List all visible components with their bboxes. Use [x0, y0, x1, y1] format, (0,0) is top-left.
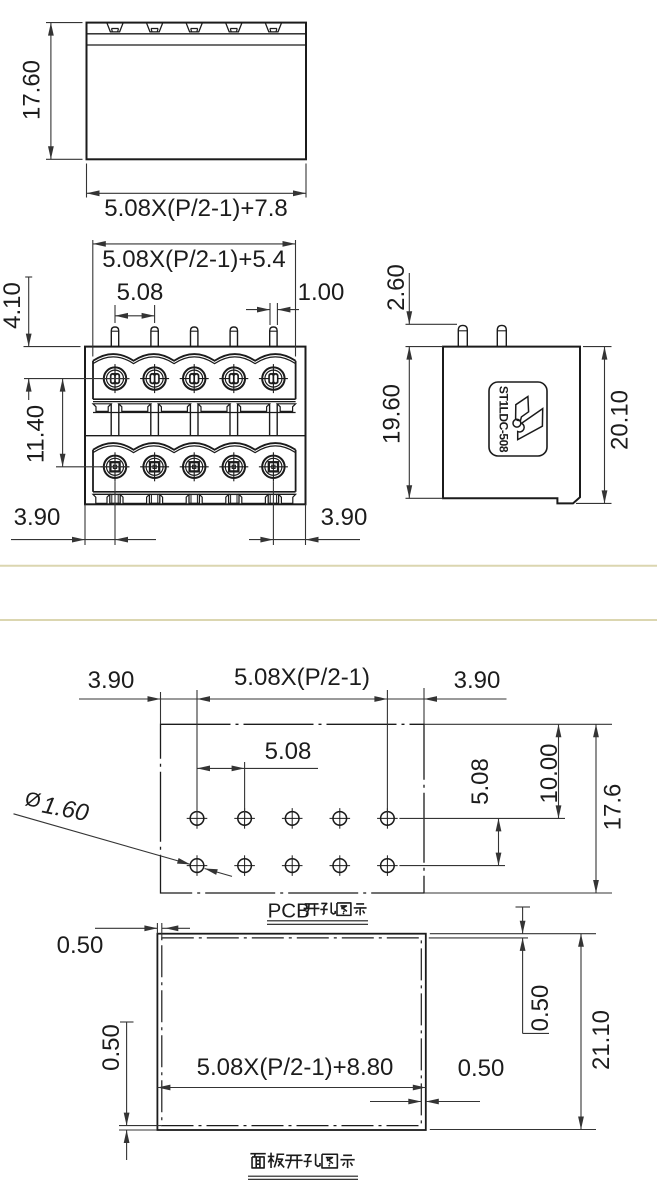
svg-text:17.6: 17.6 — [600, 784, 627, 831]
svg-text:5.08: 5.08 — [467, 758, 494, 805]
svg-text:0.50: 0.50 — [458, 1055, 505, 1082]
svg-text:5.08X(P/2-1)+8.80: 5.08X(P/2-1)+8.80 — [197, 1054, 394, 1081]
svg-text:ST1LDC-508: ST1LDC-508 — [497, 386, 511, 453]
svg-text:1.00: 1.00 — [298, 279, 345, 306]
svg-text:PCB: PCB — [268, 899, 310, 922]
svg-text:5.08X(P/2-1)+5.4: 5.08X(P/2-1)+5.4 — [102, 246, 285, 273]
svg-text:2.60: 2.60 — [383, 264, 410, 311]
svg-text:11.40: 11.40 — [23, 405, 50, 463]
svg-text:5.08: 5.08 — [117, 279, 164, 306]
svg-text:5.08: 5.08 — [265, 738, 312, 765]
svg-text:3.90: 3.90 — [321, 504, 368, 531]
svg-text:0.50: 0.50 — [98, 1024, 125, 1071]
svg-text:Ø: Ø — [23, 788, 42, 813]
svg-text:21.10: 21.10 — [588, 1010, 615, 1070]
svg-text:20.10: 20.10 — [607, 390, 634, 450]
svg-text:19.60: 19.60 — [379, 384, 406, 444]
svg-text:10.00: 10.00 — [536, 743, 563, 803]
svg-text:3.90: 3.90 — [454, 667, 501, 694]
svg-text:3.90: 3.90 — [88, 667, 135, 694]
svg-text:5.08X(P/2-1): 5.08X(P/2-1) — [234, 664, 370, 691]
svg-text:17.60: 17.60 — [19, 60, 46, 120]
svg-text:4.10: 4.10 — [0, 282, 26, 329]
svg-text:5.08X(P/2-1)+7.8: 5.08X(P/2-1)+7.8 — [104, 195, 287, 222]
svg-text:0.50: 0.50 — [527, 985, 554, 1032]
svg-text:3.90: 3.90 — [14, 504, 61, 531]
svg-text:0.50: 0.50 — [57, 932, 104, 959]
